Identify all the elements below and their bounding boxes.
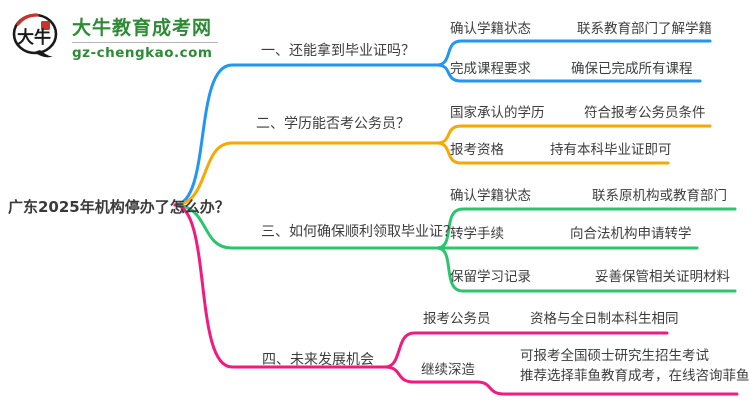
branch2-row1-detail: 符合报考公务员条件 bbox=[584, 105, 706, 121]
branch1-node: 一、还能拿到毕业证吗？ bbox=[261, 43, 415, 59]
branch4-row1-detail: 资格与全日制本科生相同 bbox=[530, 311, 679, 327]
branch4-row1-label: 报考公务员 bbox=[423, 311, 491, 327]
logo: 大牛 大牛教育成考网 gz-chengkao.com bbox=[10, 12, 218, 62]
logo-domain: gz-chengkao.com bbox=[72, 44, 213, 61]
branch1-row2-label: 完成课程要求 bbox=[450, 61, 531, 77]
branch4-connectors bbox=[173, 203, 739, 396]
branch3-row1-label: 确认学籍状态 bbox=[450, 188, 531, 204]
logo-title: 大牛教育成考网 bbox=[72, 17, 213, 39]
branch3-fork-row1 bbox=[435, 207, 737, 250]
branch1-row1-label: 确认学籍状态 bbox=[450, 21, 531, 37]
branch1-fork-row2 bbox=[435, 63, 702, 83]
branch2-fork-row2 bbox=[435, 141, 670, 165]
seal-icon bbox=[41, 21, 50, 30]
logo-text-block: 大牛教育成考网 gz-chengkao.com bbox=[72, 12, 218, 61]
branch4-row2-detail-line1: 可报考全国硕士研究生招生考试 bbox=[520, 348, 709, 364]
branch2-connectors bbox=[173, 124, 712, 207]
branch1-main-line bbox=[173, 63, 439, 207]
branch3-row2-label: 转学手续 bbox=[450, 226, 504, 242]
branch3-main-line bbox=[173, 203, 439, 250]
branch4-row2-detail-line2: 推荐选择菲鱼教育成考，在线咨询菲鱼老师。 bbox=[520, 368, 750, 384]
branch3-row3-detail: 妥善保管相关证明材料 bbox=[595, 269, 730, 285]
root-node: 广东2025年机构停办了怎么办？ bbox=[8, 198, 230, 216]
branch2-row2-detail: 持有本科毕业证即可 bbox=[550, 142, 672, 158]
branch2-node: 二、学历能否考公务员？ bbox=[256, 116, 410, 132]
branch3-row3-label: 保留学习记录 bbox=[450, 269, 531, 285]
branch3-row1-detail: 联系原机构或教育部门 bbox=[592, 188, 727, 204]
logo-bubble-icon: 大牛 bbox=[12, 13, 58, 58]
branch4-node: 四、未来发展机会 bbox=[262, 352, 374, 368]
branch2-main-line bbox=[173, 141, 439, 207]
branch3-fork-row3 bbox=[435, 246, 737, 293]
branch3-node: 三、如何确保顺利领取毕业证？ bbox=[261, 224, 457, 240]
branch3-connectors bbox=[173, 203, 737, 293]
branch4-main-line bbox=[173, 203, 387, 369]
branch1-row2-detail: 确保已完成所有课程 bbox=[571, 61, 693, 77]
branch1-connectors bbox=[173, 39, 712, 207]
logo-separator bbox=[72, 41, 218, 43]
branch1-row1-detail: 联系教育部门了解学籍 bbox=[577, 21, 712, 37]
branch3-row2-detail: 向合法机构申请转学 bbox=[570, 226, 692, 242]
branch4-row2-label: 继续深造 bbox=[421, 362, 475, 378]
svg-text:大牛: 大牛 bbox=[17, 27, 51, 48]
branch4-fork-row1 bbox=[383, 331, 669, 369]
branch2-row1-label: 国家承认的学历 bbox=[450, 105, 545, 121]
branch2-row2-label: 报考资格 bbox=[450, 142, 504, 158]
branch4-fork-row2 bbox=[383, 365, 739, 396]
